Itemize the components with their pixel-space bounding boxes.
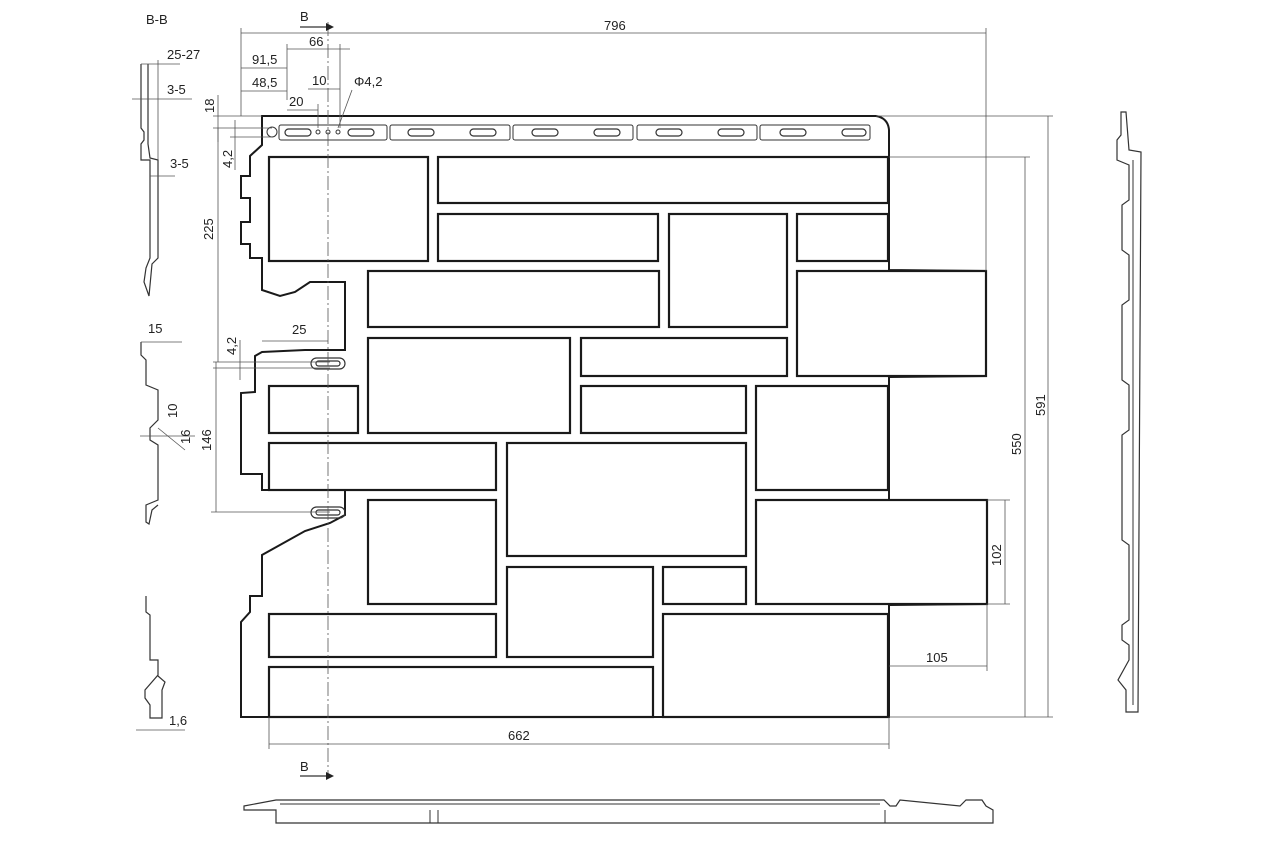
stone — [366, 269, 661, 329]
stone — [795, 269, 988, 378]
dim-4-2-top: 4,2 — [220, 150, 235, 168]
section-label: B-B — [146, 12, 168, 27]
stone — [436, 212, 660, 263]
side-dim-25-27: 25-27 — [167, 47, 200, 62]
side-dim-3-5-a: 3-5 — [167, 82, 186, 97]
nail-slot — [717, 128, 745, 137]
nail-slot — [655, 128, 683, 137]
stone — [505, 565, 655, 659]
stone — [267, 665, 655, 719]
section-mark-top: B — [300, 9, 309, 24]
section-line: B B — [300, 9, 334, 780]
dim-662: 662 — [508, 728, 530, 743]
stone — [754, 498, 989, 606]
dim-591: 591 — [1033, 394, 1048, 416]
dim-146: 146 — [199, 429, 214, 451]
dim-4-2-mid: 4,2 — [224, 337, 239, 355]
dim-hole-diameter: Φ4,2 — [354, 74, 382, 89]
stone — [267, 612, 498, 659]
stone — [267, 155, 430, 263]
dim-66: 66 — [309, 34, 323, 49]
right-side-view — [1116, 111, 1142, 713]
side-dim-10: 10 — [165, 404, 180, 418]
side-dim-15: 15 — [148, 321, 162, 336]
stone — [661, 565, 748, 606]
nail-slot — [779, 128, 807, 137]
stone — [795, 212, 890, 263]
side-dim-1-6: 1,6 — [169, 713, 187, 728]
side-dim-3-5-b: 3-5 — [170, 156, 189, 171]
stone — [667, 212, 789, 329]
stone — [366, 498, 498, 606]
dim-550: 550 — [1009, 433, 1024, 455]
stone — [436, 155, 890, 205]
nail-slot — [593, 128, 621, 137]
dim-20: 20 — [289, 94, 303, 109]
dim-225: 225 — [201, 218, 216, 240]
nail-slot — [347, 128, 375, 137]
bottom-view — [243, 799, 994, 824]
stone — [579, 384, 748, 435]
side-dim-16: 16 — [178, 430, 193, 444]
nail-slot — [407, 128, 435, 137]
dim-10-top: 10 — [312, 73, 326, 88]
nail-slot — [469, 128, 497, 137]
nail-slot — [531, 128, 559, 137]
dim-48-5: 48,5 — [252, 75, 277, 90]
dim-91-5: 91,5 — [252, 52, 277, 67]
stone — [267, 384, 360, 435]
stone — [505, 441, 748, 558]
nail-strip — [266, 124, 871, 141]
dim-105: 105 — [926, 650, 948, 665]
stone — [661, 612, 890, 719]
nail-slot — [284, 128, 312, 137]
stone — [366, 336, 572, 435]
stone — [579, 336, 789, 378]
section-view: B-B 25-27 3-5 3-5 15 10 16 1,6 — [132, 12, 200, 731]
front-view — [240, 115, 989, 719]
dimensions: 796 66 91,5 10 48,5 20 Φ4,2 18 4,2 225 4… — [199, 18, 1053, 749]
stone — [267, 441, 498, 492]
dim-25: 25 — [292, 322, 306, 337]
dim-102: 102 — [989, 544, 1004, 566]
stone — [754, 384, 890, 492]
dim-18: 18 — [202, 99, 217, 113]
section-mark-bottom: B — [300, 759, 309, 774]
nail-slot — [841, 128, 867, 137]
dim-796: 796 — [604, 18, 626, 33]
stone-pattern — [267, 155, 989, 719]
